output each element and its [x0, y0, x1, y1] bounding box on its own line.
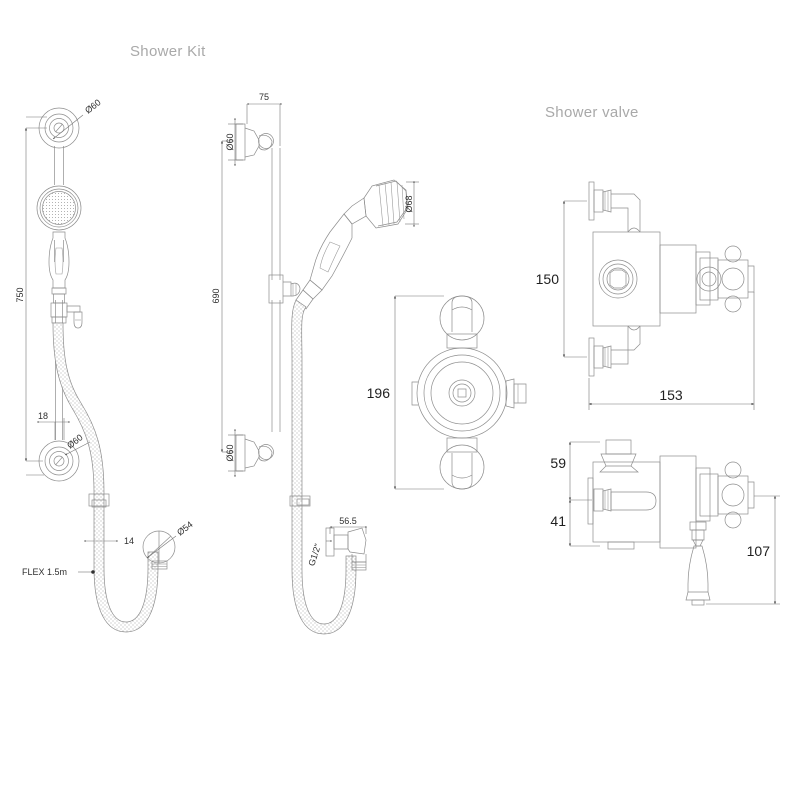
- dim-dia60-side-bottom: Ø60: [225, 444, 235, 461]
- kit-side-slide-rail: [271, 148, 281, 432]
- kit-front-handset-handle: [48, 231, 70, 304]
- dim-59: 59: [550, 455, 566, 471]
- dim-153: 153: [659, 387, 683, 403]
- kit-side-hose-clip: [289, 495, 311, 507]
- dim-41: 41: [550, 513, 566, 529]
- kit-front-dimensions: 750 Ø60 Ø60 18 14 FLEX 1.5m Ø54: [15, 97, 195, 577]
- dim-dia60-bottom: Ø60: [65, 432, 85, 450]
- shower-kit-side-view: [235, 123, 409, 635]
- kit-side-top-bracket: [235, 123, 274, 161]
- dim-18: 18: [38, 411, 48, 421]
- shower-valve-top-view: [588, 181, 755, 377]
- kit-front-hose-clip: [88, 493, 110, 508]
- shower-valve-title: Shower valve: [545, 104, 639, 121]
- valve-top-dimensions: 150 153: [536, 200, 755, 410]
- dim-690: 690: [211, 288, 221, 303]
- dim-flex-length: FLEX 1.5m: [22, 567, 67, 577]
- kit-side-handset: [295, 179, 409, 310]
- dim-196: 196: [367, 385, 391, 401]
- valve-front-dimensions: 196: [367, 295, 444, 490]
- dim-dia54: Ø54: [175, 519, 195, 537]
- shower-kit-front-view: [36, 107, 176, 633]
- dim-750: 750: [15, 287, 25, 302]
- dim-107: 107: [747, 543, 771, 559]
- kit-side-dimensions: 690 75 Ø60 Ø60 Ø68 56.5: [211, 92, 419, 567]
- kit-front-hose: [52, 322, 159, 633]
- shower-kit-title: Shower Kit: [130, 43, 206, 60]
- kit-front-wall-elbow: [142, 530, 176, 570]
- dim-dia60-top: Ø60: [83, 97, 103, 115]
- dim-56-5: 56.5: [339, 516, 357, 526]
- dim-g-half-thread: G1/2": [306, 543, 323, 568]
- kit-side-slider-bracket: [268, 274, 301, 304]
- dim-75: 75: [259, 92, 269, 102]
- valve-side-dimensions: 59 41 107: [550, 441, 780, 605]
- kit-front-slide-rail: [54, 146, 64, 440]
- shower-valve-front-view: [411, 295, 527, 490]
- dim-dia60-side-top: Ø60: [225, 133, 235, 150]
- kit-side-bottom-bracket: [235, 434, 274, 472]
- shower-valve-side-view: [587, 439, 755, 606]
- kit-front-handset-valve: [50, 302, 83, 329]
- dim-150: 150: [536, 271, 560, 287]
- dim-dia68: Ø68: [404, 195, 414, 212]
- dim-14: 14: [124, 536, 134, 546]
- kit-side-hose: [291, 299, 357, 635]
- kit-front-handset-head: [36, 185, 82, 231]
